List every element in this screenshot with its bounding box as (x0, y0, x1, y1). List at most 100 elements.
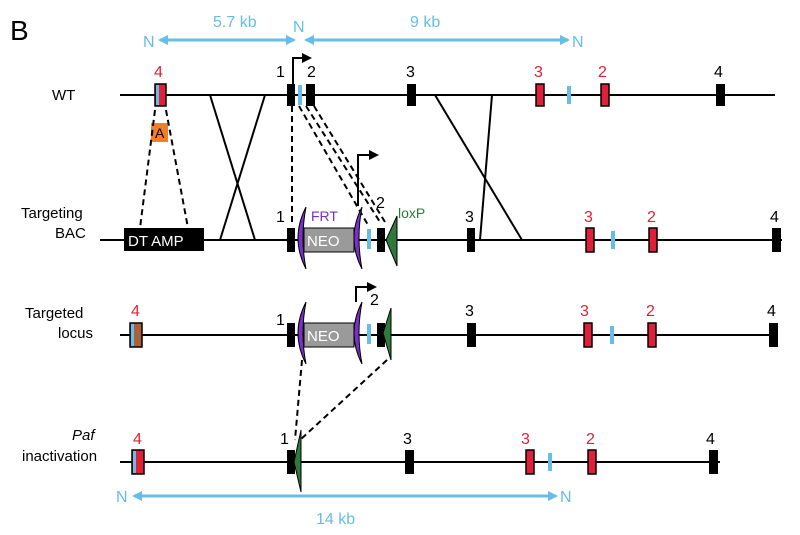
inact-exon-2-red (587, 449, 597, 475)
wt-exon-4-left-blue (156, 85, 159, 105)
top-measurement: N N N 5.7 kb 9 kb (143, 14, 584, 51)
bac-exon-2-red (648, 227, 658, 253)
locus-frt-right (353, 301, 363, 365)
row-label-locus-2: locus (58, 325, 93, 342)
dash-inact-right (299, 359, 388, 441)
bac-neo-box (303, 227, 355, 253)
locus-exon-4-right (769, 323, 778, 347)
wt-exon-label-2-red: 2 (598, 64, 607, 81)
bac-exon-3-red (585, 227, 595, 253)
locus-exon-2-red (647, 322, 657, 348)
row-locus: 4 1 NEO 2 3 3 2 4 (120, 282, 778, 365)
wt-blue-marker-2 (567, 86, 571, 104)
wt-promoter-arrow (292, 53, 312, 84)
n-mark-3: N (572, 34, 584, 51)
wt-exon-3-red (535, 83, 545, 107)
locus-exon-label-2-red: 2 (646, 303, 655, 320)
cross-line-1 (209, 94, 256, 241)
row-inactivation: 4 1 3 3 2 4 (120, 429, 720, 493)
row-wt: 4 A 1 2 3 3 2 4 (120, 53, 775, 142)
orange-a-box (151, 123, 168, 142)
dash-inact-left (294, 359, 303, 441)
locus-loxp (382, 307, 392, 361)
locus-exon-label-3-red: 3 (580, 303, 589, 320)
inact-exon-label-4-right: 4 (706, 431, 715, 448)
cross-line-4 (479, 94, 493, 241)
inact-exon-label-3: 3 (403, 431, 412, 448)
row-label-inact-1: Paf (72, 427, 96, 444)
label-14kb: 14 kb (316, 511, 355, 528)
locus-exon-label-1: 1 (276, 312, 285, 329)
cross-line-3 (434, 94, 523, 241)
locus-frt-left (297, 301, 307, 365)
row-label-bac-1: Targeting (21, 205, 83, 222)
wt-exon-label-2: 2 (307, 64, 316, 81)
locus-exon-1 (287, 323, 295, 347)
inact-exon-label-3-red: 3 (521, 431, 530, 448)
bac-exon-label-1: 1 (276, 209, 285, 226)
row-label-bac-2: BAC (55, 225, 86, 242)
label-5-7kb: 5.7 kb (213, 14, 257, 31)
dash-exon1b (298, 105, 369, 226)
dash-exon2a (305, 105, 381, 223)
bottom-measurement: N N 14 kb (116, 489, 572, 528)
row-bac: DT AMP 1 NEO FRT 2 loxP 3 3 2 4 (100, 150, 782, 270)
bac-exon-label-4-right: 4 (770, 209, 779, 226)
inact-loxp (293, 429, 302, 493)
locus-exon-label-3: 3 (465, 303, 474, 320)
row-label-inact-2: inactivation (22, 448, 97, 465)
inact-exon-3-red (525, 449, 535, 475)
inact-exon-3 (405, 450, 414, 474)
inact-exon-4-right (709, 450, 718, 474)
wt-exon-2 (306, 84, 315, 106)
inact-exon-label-4-left: 4 (133, 431, 142, 448)
inact-exon-4-left-blue (133, 451, 136, 473)
dash-exon2b (313, 105, 386, 223)
inact-exon-label-1: 1 (280, 431, 289, 448)
bac-exon-label-2-red: 2 (647, 209, 656, 226)
bac-exon-label-3-red: 3 (584, 209, 593, 226)
locus-exon-3-red (583, 322, 593, 348)
bac-exon-label-2: 2 (376, 195, 385, 212)
locus-exon-3 (467, 323, 476, 347)
wt-exon-1 (287, 84, 295, 106)
bac-promoter-arrow (357, 150, 379, 206)
bac-exon-4-right (772, 228, 781, 252)
bac-blue-marker (367, 229, 371, 249)
dt-amp-label: DT AMP (128, 233, 184, 250)
row-label-locus-1: Targeted (25, 305, 83, 322)
bac-blue-marker-2 (611, 231, 615, 249)
bac-exon-1 (287, 228, 295, 252)
locus-neo-box (303, 322, 355, 348)
locus-blue-marker-2 (610, 326, 614, 344)
cross-line-2 (219, 94, 266, 241)
bac-exon-3 (467, 228, 475, 252)
locus-exon-2 (377, 323, 385, 347)
wt-exon-4-left (154, 83, 167, 107)
frt-label: FRT (311, 208, 338, 224)
locus-exon-label-4-right: 4 (767, 303, 776, 320)
wt-bac-connectors (139, 94, 523, 241)
loxp-label: loxP (398, 205, 425, 221)
bac-loxp (385, 215, 398, 267)
wt-blue-marker-1 (298, 85, 302, 105)
n-mark-1: N (143, 34, 155, 51)
inact-blue-marker (548, 453, 552, 471)
bac-exon-2 (377, 228, 385, 252)
wt-exon-label-3: 3 (406, 64, 415, 81)
a-label: A (155, 125, 165, 141)
inact-exon-label-2-red: 2 (586, 431, 595, 448)
bac-frt-right (353, 206, 363, 270)
row-label-wt: WT (52, 87, 75, 104)
wt-exon-4-right (716, 84, 725, 106)
inact-exon-1 (287, 450, 295, 474)
wt-exon-label-4-right: 4 (714, 64, 723, 81)
wt-exon-label-1: 1 (276, 64, 285, 81)
wt-exon-label-4-left: 4 (154, 64, 163, 81)
n-mark-4: N (116, 489, 128, 506)
locus-neo-label: NEO (307, 328, 340, 345)
wt-exon-3 (407, 84, 416, 106)
dash-a-right (165, 109, 189, 229)
locus-promoter-arrow (355, 282, 377, 302)
